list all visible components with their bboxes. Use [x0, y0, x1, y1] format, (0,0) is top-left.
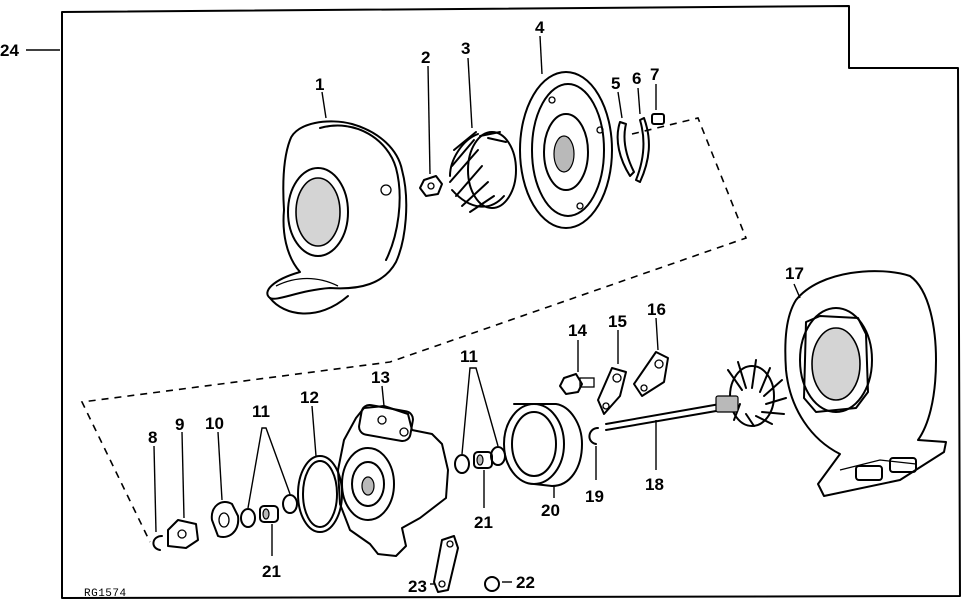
retaining-ring-icon — [152, 445, 163, 551]
locking-plate-icon — [616, 87, 650, 183]
thrust-collar-icon — [210, 431, 240, 538]
callout-labels: 1 2 3 4 5 6 7 8 9 10 11 12 13 11 14 15 1… — [0, 18, 804, 596]
shaft-nut-icon — [419, 65, 443, 197]
backplate-icon — [519, 35, 613, 229]
callout-21-right: 21 — [474, 513, 493, 532]
callout-11-right-leaders — [461, 367, 499, 455]
seal-ring-left-icon — [240, 494, 298, 528]
callout-18: 18 — [645, 475, 664, 494]
callout-11-left-leaders — [247, 427, 291, 509]
callout-17: 17 — [785, 264, 804, 283]
snap-ring-icon — [588, 427, 599, 480]
callout-11-right: 11 — [460, 347, 478, 366]
callout-23: 23 — [408, 577, 427, 596]
thrust-plate-icon — [597, 330, 627, 415]
callout-8: 8 — [148, 428, 157, 447]
callout-11-left: 11 — [252, 402, 270, 421]
locking-strap-icon — [430, 535, 459, 593]
assembly-alignment-dashed-line — [80, 117, 748, 543]
seal-insert-icon — [503, 403, 583, 498]
callout-12: 12 — [300, 388, 319, 407]
assembly-frame — [26, 5, 961, 599]
center-housing-icon — [337, 385, 449, 557]
callout-15: 15 — [608, 312, 627, 331]
callout-21-left: 21 — [262, 562, 281, 581]
journal-bearing-icon — [473, 451, 493, 508]
callout-6: 6 — [632, 69, 641, 88]
thrust-bearing-icon — [167, 431, 199, 549]
callout-1: 1 — [315, 75, 324, 94]
shaft-and-turbine-wheel-icon — [605, 359, 787, 470]
callout-9: 9 — [175, 415, 184, 434]
compressor-wheel-icon — [449, 57, 517, 213]
small-cap-screw-icon — [484, 576, 512, 592]
callout-24: 24 — [0, 41, 19, 60]
callout-2: 2 — [421, 48, 430, 67]
callout-13: 13 — [371, 368, 390, 387]
drawing-reference-number: RG1574 — [84, 588, 127, 600]
callout-16: 16 — [647, 300, 666, 319]
turbine-housing-icon — [784, 270, 947, 497]
callout-7: 7 — [650, 65, 659, 84]
callout-5: 5 — [611, 74, 620, 93]
callout-3: 3 — [461, 39, 470, 58]
cap-screw-icon — [559, 340, 595, 395]
o-ring-icon — [297, 405, 343, 533]
callout-14: 14 — [568, 321, 587, 340]
callout-22: 22 — [516, 573, 535, 592]
bolt-icon — [651, 84, 665, 125]
lock-plate-icon — [633, 317, 669, 397]
journal-bearing-left-icon — [259, 505, 279, 556]
callout-20: 20 — [541, 501, 560, 520]
compressor-housing-icon — [266, 91, 408, 315]
callout-10: 10 — [205, 414, 224, 433]
callout-4: 4 — [535, 18, 545, 37]
callout-19: 19 — [585, 487, 604, 506]
